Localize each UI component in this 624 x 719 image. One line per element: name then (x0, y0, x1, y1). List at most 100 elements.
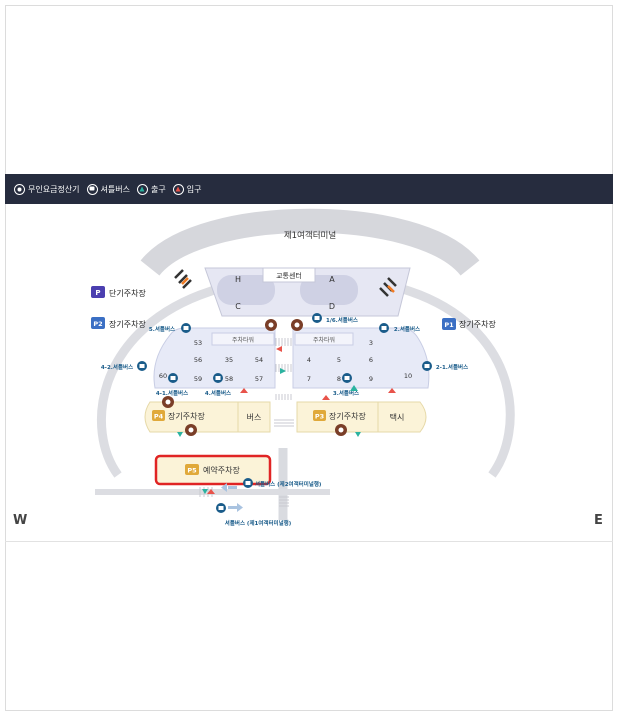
exit-icon (177, 368, 361, 494)
zone-a-label: A (329, 275, 335, 284)
zone-c-label: C (235, 302, 241, 311)
entrance-icon (207, 346, 396, 494)
shuttle-t2-label: 셔틀버스 (제2여객터미널행) (255, 480, 322, 488)
block-8: 8 (337, 375, 341, 383)
block-5: 5 (337, 356, 341, 364)
legend-item-shuttle: 셔틀버스 (86, 183, 130, 195)
p1-badge (442, 318, 456, 330)
short-term-badge-text: P (95, 289, 100, 297)
taxi-stand-label: 택시 (390, 412, 405, 422)
p3-label: 장기주차장 (329, 411, 366, 421)
legend-label-shuttle: 셔틀버스 (100, 184, 130, 194)
shuttle-route-arrow-icon (228, 503, 243, 512)
block-58: 58 (225, 375, 233, 383)
payment-kiosk-icon (14, 183, 25, 195)
right-direction-arrows-icon (379, 277, 397, 297)
transport-center-label: 교통센터 (276, 271, 302, 280)
short-term-label: 단기주차장 (109, 288, 146, 298)
shuttle-stop-2-label: 2.셔틀버스 (394, 325, 420, 333)
legend-label-exit: 출구 (150, 184, 166, 194)
p3-parking-lot (296, 401, 427, 433)
shuttle-stop-1-6-label: 1/6.셔틀버스 (326, 316, 358, 324)
shuttle-stop-2-1-label: 2-1.셔틀버스 (436, 363, 468, 371)
block-60: 60 (159, 372, 167, 380)
legend-label-kiosk: 무인요금정산기 (28, 184, 80, 194)
compass-west: W (13, 513, 28, 528)
left-parking-tower (211, 332, 275, 346)
terminal-label: 제1여객터미널 (284, 230, 336, 241)
payment-kiosk-icon[interactable] (335, 424, 347, 436)
shuttle-stop-5-label: 5.셔틀버스 (149, 325, 175, 333)
p3-badge-text: P3 (315, 413, 324, 421)
zone-h-label: H (235, 275, 241, 284)
block-35: 35 (225, 356, 233, 364)
legend-item-kiosk: 무인요금정산기 (14, 183, 80, 195)
shuttle-route-arrow-icon (221, 483, 237, 492)
shuttle-stop-3-label: 3.셔틀버스 (333, 389, 359, 397)
entrance-icon (172, 183, 184, 195)
transport-center-box (262, 267, 316, 283)
p5-label: 예약주차장 (203, 465, 240, 475)
payment-kiosk-icon[interactable] (162, 396, 174, 408)
p2-label: 장기주차장 (109, 319, 146, 329)
compass-east: E (594, 513, 603, 528)
map-bottom-divider (5, 541, 613, 542)
p4-badge-text: P4 (154, 413, 164, 421)
block-57: 57 (255, 375, 263, 383)
short-term-badge (91, 286, 105, 298)
right-tower-label: 주차타워 (313, 336, 335, 344)
p4-label: 장기주차장 (168, 411, 205, 421)
exit-icon (136, 183, 148, 195)
block-54: 54 (255, 356, 263, 364)
payment-kiosk-icon[interactable] (265, 319, 277, 331)
shuttle-stop-4-label: 4.셔틀버스 (205, 389, 231, 397)
p1-badge-text: P1 (444, 321, 454, 329)
payment-kiosk-icon[interactable] (185, 424, 197, 436)
shuttle-t1-label: 셔틀버스 (제1여객터미널행) (225, 519, 292, 527)
block-10: 10 (404, 372, 412, 380)
block-59: 59 (194, 375, 202, 383)
p2-badge (91, 317, 105, 329)
block-6: 6 (369, 356, 373, 364)
shuttle-bus-icon (86, 183, 98, 195)
shuttle-bus-icon[interactable] (168, 373, 178, 383)
p4-parking-lot (144, 401, 271, 433)
payment-kiosk-icon[interactable] (291, 319, 303, 331)
p5-badge (185, 464, 199, 475)
block-4: 4 (307, 356, 311, 364)
shuttle-bus-icon[interactable] (422, 361, 432, 371)
shuttle-bus-icon[interactable] (181, 323, 191, 333)
zone-h-c-block (217, 275, 275, 305)
shuttle-bus-icon[interactable] (216, 503, 226, 513)
shuttle-stop-4-2-label: 4-2.셔틀버스 (101, 363, 133, 371)
shuttle-bus-icon[interactable] (379, 323, 389, 333)
shuttle-bus-icon[interactable] (213, 373, 223, 383)
terminal-building (140, 208, 480, 277)
p3-badge (313, 410, 326, 421)
parking-map: 제1여객터미널 교통센터 H A C D 주차타워 주차타워 53 5 6 (6, 205, 612, 541)
p1-label: 장기주차장 (459, 319, 496, 329)
p5-badge-text: P5 (187, 467, 197, 475)
legend-item-entrance: 입구 (172, 183, 202, 195)
block-7: 7 (307, 375, 311, 383)
shuttle-bus-icon[interactable] (243, 478, 253, 488)
p5-reservation-parking[interactable] (154, 454, 272, 486)
p2-badge-text: P2 (93, 320, 102, 328)
legend-item-exit: 출구 (136, 183, 166, 195)
left-direction-arrows-icon (174, 269, 192, 289)
bus-terminal-label: 버스 (247, 412, 262, 422)
parking-map-svg: 제1여객터미널 교통센터 H A C D 주차타워 주차타워 53 5 6 (91, 208, 515, 527)
left-tower-label: 주차타워 (232, 336, 254, 344)
block-9: 9 (369, 375, 373, 383)
shuttle-stop-4-1-label: 4-1.셔틀버스 (156, 389, 188, 397)
shuttle-bus-icon[interactable] (312, 313, 322, 323)
block-3: 3 (369, 339, 373, 347)
block-53: 53 (194, 339, 202, 347)
shuttle-bus-icon[interactable] (342, 373, 352, 383)
p4-badge (152, 410, 165, 421)
right-parking-tower (294, 332, 354, 346)
map-legend: 무인요금정산기 셔틀버스 출구 입구 (5, 174, 613, 204)
shuttle-bus-icon[interactable] (137, 361, 147, 371)
legend-label-entrance: 입구 (186, 184, 202, 194)
zone-d-label: D (329, 302, 335, 311)
